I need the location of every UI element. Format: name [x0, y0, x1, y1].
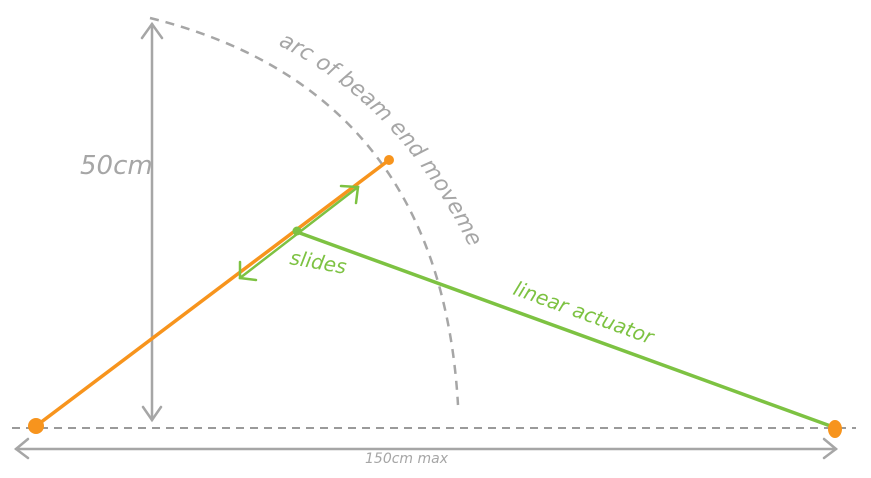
arc-dashed-line	[149, 16, 460, 406]
beam-end-dot	[384, 155, 394, 165]
beam-base-pivot	[28, 418, 44, 434]
actuator-label: linear actuator	[510, 276, 658, 350]
slide-joint-dot	[292, 226, 302, 236]
arc-label: arc of beam end movement	[0, 0, 487, 250]
actuator-base-pivot	[828, 420, 842, 438]
slides-label: slides	[288, 245, 348, 279]
arc-label-path: arc of beam end movement	[0, 0, 487, 250]
width-label: 150cm max	[365, 451, 449, 467]
height-dimension-arrow	[140, 21, 164, 423]
height-label: 50cm	[80, 151, 153, 181]
width-dimension-arrow	[13, 437, 839, 460]
linear-actuator-line	[295, 230, 838, 430]
beam-line	[34, 158, 391, 428]
